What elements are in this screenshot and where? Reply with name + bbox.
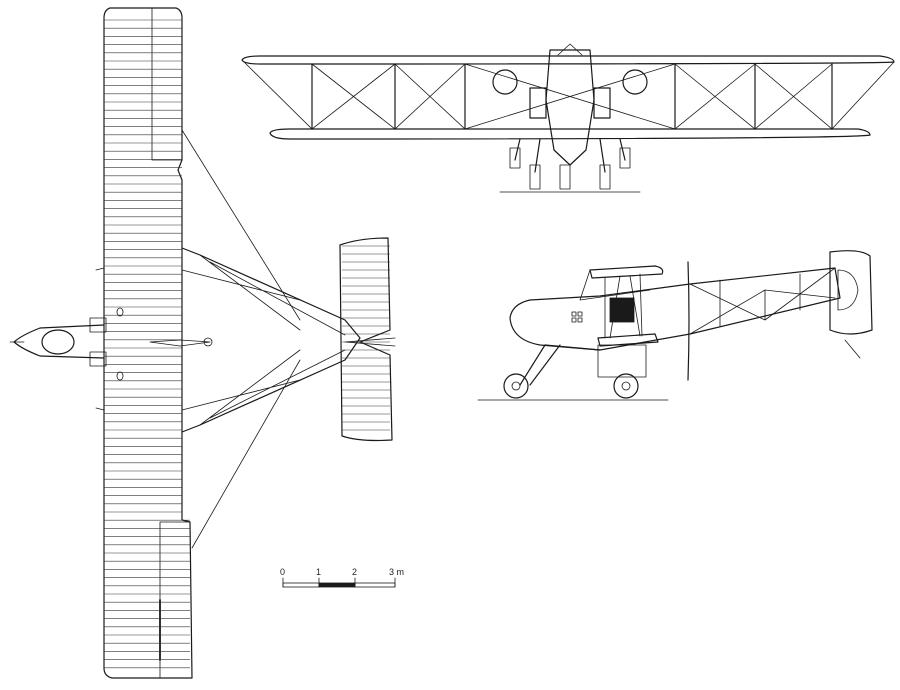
plan-bracing-wires xyxy=(181,129,301,549)
side-lower-wing xyxy=(597,333,659,347)
side-fuselage xyxy=(509,267,841,351)
side-engine xyxy=(609,297,635,323)
plan-wing xyxy=(103,7,193,679)
scale-label-2: 2 xyxy=(352,567,357,577)
side-view xyxy=(477,250,873,401)
scale-bar: 0 1 2 3 m xyxy=(280,567,404,588)
plan-aileron-top xyxy=(151,7,183,161)
scale-label-3m: 3 m xyxy=(389,567,404,577)
side-propeller xyxy=(687,261,690,381)
plan-wing-ribs xyxy=(104,19,190,669)
side-fin-rudder xyxy=(829,250,873,335)
side-wheel-front xyxy=(503,373,529,399)
scale-bar-segment-1 xyxy=(282,582,320,588)
front-view xyxy=(241,43,895,193)
plan-view xyxy=(9,7,396,679)
plan-aileron-bottom xyxy=(159,521,191,679)
side-tail-truss xyxy=(689,267,836,335)
plan-tailplane-ribs xyxy=(342,245,390,431)
scale-label-1: 1 xyxy=(316,567,321,577)
plan-tail-booms xyxy=(181,247,361,433)
side-nose-windows xyxy=(571,311,583,323)
front-engine-right xyxy=(622,69,648,95)
front-landing-gear xyxy=(514,138,626,173)
front-cross-bracing xyxy=(241,59,895,130)
plan-tailplane xyxy=(339,237,393,442)
plan-engine-right xyxy=(89,351,107,367)
side-landing-gear xyxy=(519,344,601,386)
front-lower-wing xyxy=(269,128,871,140)
side-upper-wing xyxy=(589,265,664,279)
side-wheel-main xyxy=(613,373,639,399)
scale-bar-segment-2 xyxy=(318,582,356,588)
front-fuselage xyxy=(545,49,595,166)
scale-label-0: 0 xyxy=(280,567,285,577)
front-engine-left xyxy=(492,69,518,95)
scale-bar-segment-3 xyxy=(354,582,396,588)
plan-engine-left xyxy=(89,317,107,333)
front-upper-wing xyxy=(241,55,895,65)
front-interplane-struts xyxy=(311,63,833,130)
plan-nose-gunner-ring xyxy=(41,329,75,355)
